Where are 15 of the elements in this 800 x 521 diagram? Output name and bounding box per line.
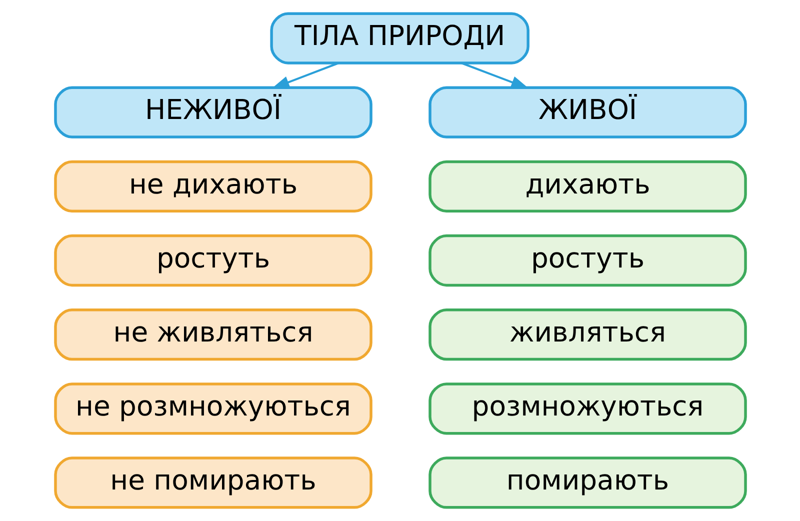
node-box: ростуть <box>54 234 372 287</box>
node-box: не розмножуються <box>54 382 372 435</box>
arrow <box>460 62 528 89</box>
node-box: розмножуються <box>428 382 746 435</box>
arrow <box>271 62 339 89</box>
node-box: ростуть <box>428 234 746 287</box>
node-box: не помирають <box>54 456 372 509</box>
node-box: дихають <box>428 160 746 212</box>
node-box: помирають <box>428 456 746 509</box>
node-box: не дихають <box>54 160 372 212</box>
node-box: ТІЛА ПРИРОДИ <box>270 12 529 64</box>
node-box: НЕЖИВОЇ <box>54 86 372 138</box>
node-box: ЖИВОЇ <box>428 86 746 138</box>
node-box: живляться <box>428 308 746 361</box>
node-box: не живляться <box>54 308 372 361</box>
